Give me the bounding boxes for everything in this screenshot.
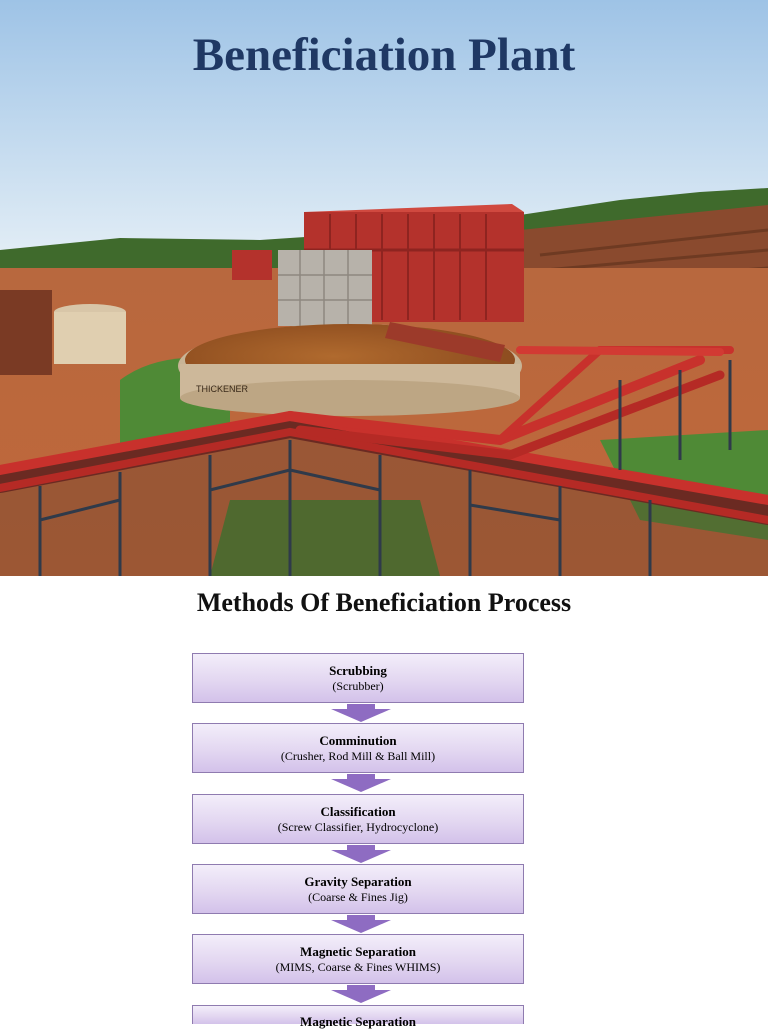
- step-name: Gravity Separation: [304, 874, 412, 889]
- step-detail: (Crusher, Rod Mill & Ball Mill): [280, 749, 436, 763]
- svg-text:THICKENER: THICKENER: [196, 384, 249, 394]
- step-name: Magnetic Separation: [300, 1014, 416, 1029]
- step-name: Magnetic Separation: [300, 944, 416, 959]
- flow-step-classification: Classification (Screw Classifier, Hydroc…: [192, 794, 524, 844]
- step-detail: (Coarse & Fines Jig): [308, 890, 408, 904]
- step-name: Comminution: [319, 733, 397, 748]
- plant-photo: THICKENER: [0, 0, 768, 576]
- section-title: Methods Of Beneficiation Process: [196, 588, 572, 617]
- slide-title: Beneficiation Plant: [192, 29, 576, 81]
- step-name: Scrubbing: [329, 663, 387, 678]
- step-detail: (MIMS, Coarse & Fines WHIMS): [275, 960, 441, 974]
- down-arrow-icon: [329, 774, 393, 792]
- flow-step-scrubbing: Scrubbing (Scrubber): [192, 653, 524, 703]
- flow-step-magnetic-separation: Magnetic Separation (MIMS, Coarse & Fine…: [192, 934, 524, 984]
- step-detail: (Scrubber): [332, 679, 384, 693]
- down-arrow-icon: [329, 845, 393, 863]
- flow-step-gravity-separation: Gravity Separation (Coarse & Fines Jig): [192, 864, 524, 914]
- flow-step-magnetic-separation-2: Magnetic Separation: [192, 1005, 524, 1029]
- down-arrow-icon: [329, 915, 393, 933]
- down-arrow-icon: [329, 985, 393, 1003]
- step-name: Classification: [320, 804, 396, 819]
- down-arrow-icon: [329, 704, 393, 722]
- flow-step-comminution: Comminution (Crusher, Rod Mill & Ball Mi…: [192, 723, 524, 773]
- step-detail: (Screw Classifier, Hydrocyclone): [277, 820, 439, 834]
